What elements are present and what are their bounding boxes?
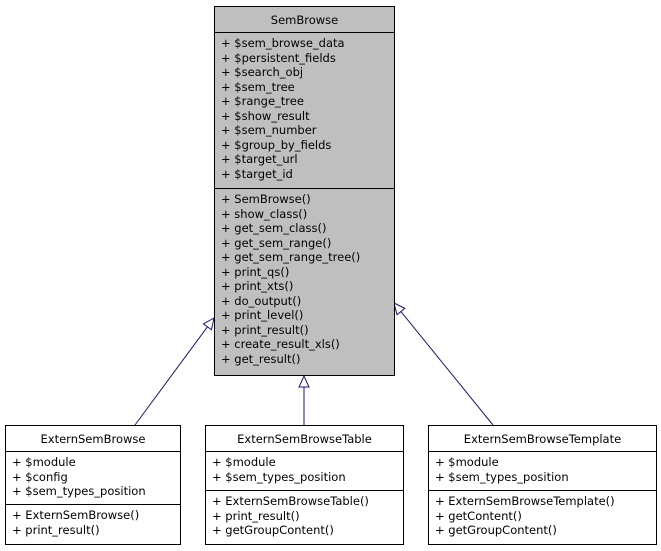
attribute: + $sem_number xyxy=(221,123,317,137)
method: + getGroupContent() xyxy=(212,523,334,537)
method: + print_qs() xyxy=(221,264,290,279)
method: + ExternSemBrowseTable() xyxy=(212,494,369,508)
method: + do_output() xyxy=(221,293,302,308)
hollow-arrowhead-icon xyxy=(202,317,215,331)
attribute: + $sem_types_position xyxy=(12,484,146,498)
class-attributes: + $sem_browse_data+ $persistent_fields+ … xyxy=(215,33,394,189)
attribute: + $module xyxy=(212,455,276,469)
method: + get_sem_class() xyxy=(221,221,327,235)
attribute: + $config xyxy=(12,469,68,484)
method: + print_result() xyxy=(212,508,300,523)
method: + SemBrowse() xyxy=(221,192,311,206)
method: + getContent() xyxy=(435,508,522,523)
class-box-sembrowse[interactable]: SemBrowse+ $sem_browse_data+ $persistent… xyxy=(214,6,395,376)
class-box-externsembrowsetable[interactable]: ExternSemBrowseTable+ $module+ $sem_type… xyxy=(205,425,404,545)
attribute: + $sem_types_position xyxy=(212,469,346,484)
method: + get_result() xyxy=(221,351,301,366)
method: + ExternSemBrowse() xyxy=(12,508,140,522)
method: + get_sem_range_tree() xyxy=(221,250,361,264)
attribute: + $search_obj xyxy=(221,65,304,79)
class-title: SemBrowse xyxy=(215,7,394,33)
attribute: + $sem_types_position xyxy=(435,469,569,484)
method: + print_result() xyxy=(221,322,309,337)
attribute: + $target_id xyxy=(221,166,293,181)
class-title: ExternSemBrowse xyxy=(6,426,180,452)
method: + create_result_xls() xyxy=(221,337,340,351)
class-attributes: + $module+ $sem_types_position xyxy=(429,452,656,491)
class-attributes: + $module+ $sem_types_position xyxy=(206,452,403,491)
attribute: + $sem_tree xyxy=(221,79,295,94)
class-methods: + ExternSemBrowse()+ print_result() xyxy=(6,505,180,537)
hollow-arrowhead-icon xyxy=(298,374,310,388)
method: + ExternSemBrowseTemplate() xyxy=(435,494,615,508)
method: + show_class() xyxy=(221,206,308,221)
attribute: + $module xyxy=(435,455,499,469)
method: + getGroupContent() xyxy=(435,523,557,537)
method: + print_level() xyxy=(221,308,304,322)
attribute: + $target_url xyxy=(221,152,298,166)
method: + get_sem_range() xyxy=(221,235,332,250)
class-box-externsembrowse[interactable]: ExternSemBrowse+ $module+ $config+ $sem_… xyxy=(5,425,181,545)
class-attributes: + $module+ $config+ $sem_types_position xyxy=(6,452,180,505)
class-title: ExternSemBrowseTable xyxy=(206,426,403,452)
class-methods: + ExternSemBrowseTemplate()+ getContent(… xyxy=(429,491,656,538)
attribute: + $group_by_fields xyxy=(221,137,332,152)
attribute: + $module xyxy=(12,455,76,469)
class-methods: + SemBrowse()+ show_class()+ get_sem_cla… xyxy=(215,189,394,366)
class-title: ExternSemBrowseTemplate xyxy=(429,426,656,452)
attribute: + $sem_browse_data xyxy=(221,36,345,50)
class-box-externsembrowsetemplate[interactable]: ExternSemBrowseTemplate+ $module+ $sem_t… xyxy=(428,425,657,545)
method: + print_xts() xyxy=(221,279,294,293)
attribute: + $range_tree xyxy=(221,94,304,108)
attribute: + $persistent_fields xyxy=(221,50,336,65)
class-methods: + ExternSemBrowseTable()+ print_result()… xyxy=(206,491,403,538)
hollow-arrowhead-icon xyxy=(393,302,406,316)
method: + print_result() xyxy=(12,522,100,537)
attribute: + $show_result xyxy=(221,108,310,123)
inheritance-line xyxy=(134,326,208,426)
inheritance-line xyxy=(400,311,494,426)
